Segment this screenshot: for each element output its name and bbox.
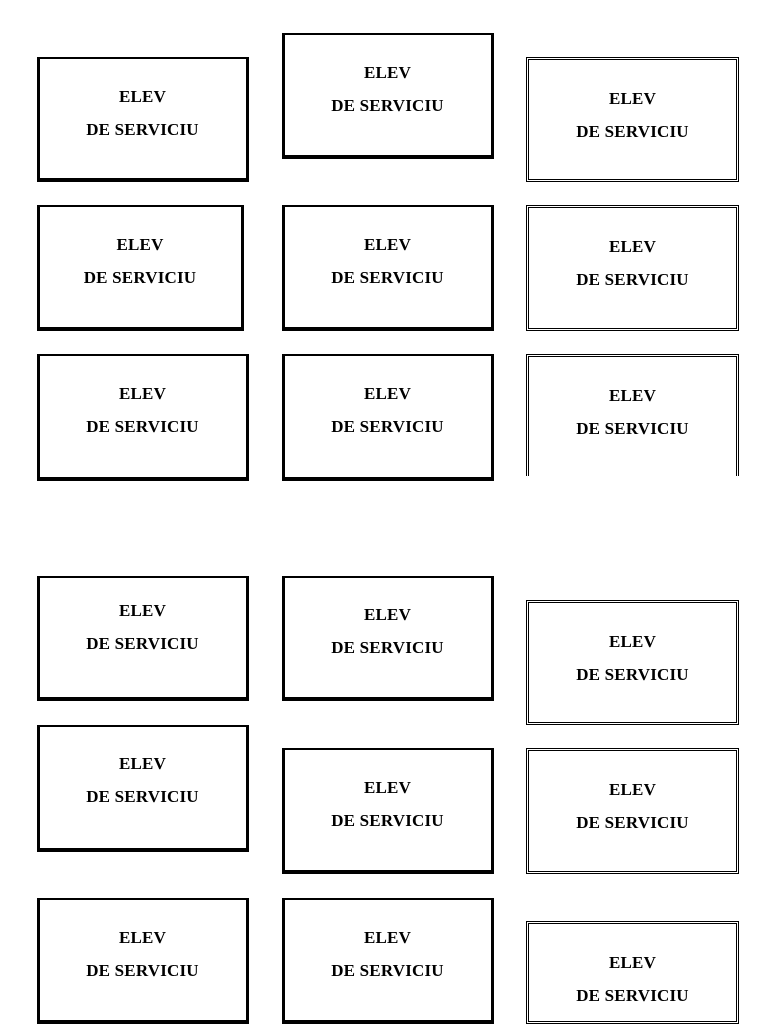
card-title: ELEV <box>363 778 412 797</box>
card-subtitle: DE SERVICIU <box>86 634 199 653</box>
card-subtitle: DE SERVICIU <box>331 638 444 657</box>
card-subtitle: DE SERVICIU <box>331 268 444 287</box>
duty-student-card: ELEV DE SERVICIU <box>282 33 494 159</box>
card-title: ELEV <box>118 754 167 773</box>
duty-student-card: ELEV DE SERVICIU <box>526 600 739 725</box>
duty-student-card: ELEV DE SERVICIU <box>37 725 249 852</box>
card-title: ELEV <box>363 605 412 624</box>
duty-student-card: ELEV DE SERVICIU <box>282 898 494 1024</box>
duty-student-card: ELEV DE SERVICIU <box>37 57 249 182</box>
card-title: ELEV <box>116 235 164 254</box>
duty-student-card: ELEV DE SERVICIU <box>526 57 739 182</box>
duty-student-card: ELEV DE SERVICIU <box>526 748 739 874</box>
card-title: ELEV <box>363 63 412 82</box>
duty-student-card: ELEV DE SERVICIU <box>526 205 739 331</box>
card-title: ELEV <box>118 87 167 106</box>
card-subtitle: DE SERVICIU <box>576 665 689 684</box>
card-subtitle: DE SERVICIU <box>86 120 199 139</box>
duty-student-card: ELEV DE SERVICIU <box>37 576 249 701</box>
duty-student-card: ELEV DE SERVICIU <box>282 354 494 481</box>
duty-student-card: ELEV DE SERVICIU <box>526 921 739 1024</box>
card-subtitle: DE SERVICIU <box>331 961 444 980</box>
card-subtitle: DE SERVICIU <box>576 419 689 438</box>
duty-student-card: ELEV DE SERVICIU <box>37 898 249 1024</box>
card-title: ELEV <box>363 384 412 403</box>
card-subtitle: DE SERVICIU <box>86 417 199 436</box>
card-subtitle: DE SERVICIU <box>83 268 197 287</box>
duty-student-card: ELEV DE SERVICIU <box>37 354 249 481</box>
duty-student-card: ELEV DE SERVICIU <box>282 205 494 331</box>
card-subtitle: DE SERVICIU <box>331 811 444 830</box>
card-subtitle: DE SERVICIU <box>576 813 689 832</box>
card-title: ELEV <box>363 928 412 947</box>
duty-student-card: ELEV DE SERVICIU <box>526 354 739 476</box>
duty-student-card: ELEV DE SERVICIU <box>282 576 494 701</box>
card-title: ELEV <box>608 89 657 108</box>
duty-student-card: ELEV DE SERVICIU <box>282 748 494 874</box>
card-title: ELEV <box>363 235 412 254</box>
card-subtitle: DE SERVICIU <box>331 96 444 115</box>
card-subtitle: DE SERVICIU <box>576 122 689 141</box>
card-subtitle: DE SERVICIU <box>576 986 689 1005</box>
card-title: ELEV <box>608 386 657 405</box>
card-subtitle: DE SERVICIU <box>86 961 199 980</box>
card-subtitle: DE SERVICIU <box>576 270 689 289</box>
card-title: ELEV <box>608 953 657 972</box>
card-title: ELEV <box>118 928 167 947</box>
card-subtitle: DE SERVICIU <box>86 787 199 806</box>
duty-student-card: ELEV DE SERVICIU <box>37 205 244 331</box>
card-title: ELEV <box>118 601 167 620</box>
card-title: ELEV <box>608 780 657 799</box>
card-title: ELEV <box>608 237 657 256</box>
card-title: ELEV <box>118 384 167 403</box>
card-title: ELEV <box>608 632 657 651</box>
card-subtitle: DE SERVICIU <box>331 417 444 436</box>
